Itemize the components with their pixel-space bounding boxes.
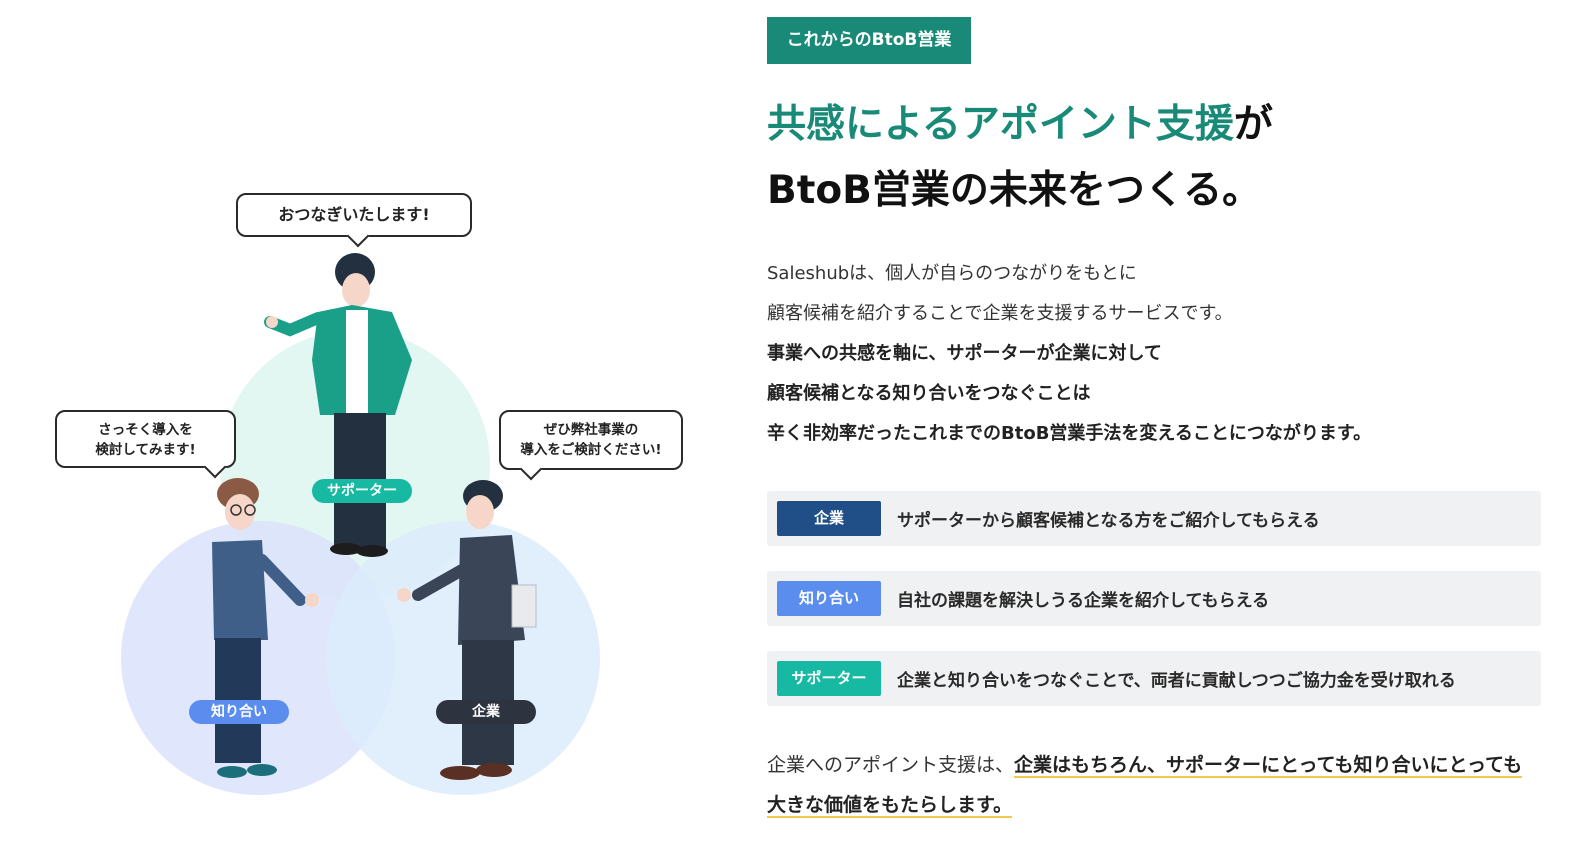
role-benefits-list: 企業 サポーターから顧客候補となる方をご紹介してもらえる 知り合い 自社の課題を… <box>767 491 1541 731</box>
intro-bold-line: 辛く非効率だったこれまでのBtoB営業手法を変えることにつながります。 <box>767 423 1372 444</box>
speech-text-line: さっそく導入を <box>98 422 193 438</box>
intro-paragraph: Saleshubは、個人が自らのつながりをもとに 顧客候補を紹介することで企業を… <box>767 254 1371 454</box>
role-badge-company: 企業 <box>777 501 881 536</box>
role-row-acquaintance: 知り合い 自社の課題を解決しうる企業を紹介してもらえる <box>767 571 1541 626</box>
intro-line: 顧客候補を紹介することで企業を支援するサービスです。 <box>767 303 1233 324</box>
speech-text-line: ぜひ弊社事業の <box>543 422 639 438</box>
speech-bubble-company: ぜひ弊社事業の 導入をご検討ください! <box>499 410 683 481</box>
intro-bold-line: 顧客候補となる知り合いをつなぐことは <box>767 383 1091 404</box>
intro-line: Saleshubは、個人が自らのつながりをもとに <box>767 263 1137 284</box>
closing-highlight-text: 企業はもちろん、サポーターにとっても知り合いにとっても大きな価値をもたらします。 <box>767 754 1523 818</box>
supporter-label: サポーター <box>312 479 412 503</box>
role-desc-supporter: 企業と知り合いをつなぐことで、両者に貢献しつつご協力金を受け取れる <box>897 671 1456 691</box>
speech-text-line: 検討してみます! <box>95 442 196 458</box>
venn-illustration <box>121 253 600 795</box>
speech-text-line: 導入をご検討ください! <box>520 442 662 458</box>
headline-line2: BtoB営業の未来をつくる。 <box>767 168 1262 213</box>
role-badge-acquaintance: 知り合い <box>777 581 881 616</box>
intro-bold-line: 事業への共感を軸に、サポーターが企業に対して <box>767 343 1162 364</box>
supporter-person <box>264 253 412 557</box>
company-label: 企業 <box>436 700 536 724</box>
role-desc-acquaintance: 自社の課題を解決しうる企業を紹介してもらえる <box>897 591 1270 611</box>
company-person <box>397 480 537 780</box>
speech-bubble-supporter: おつなぎいたします! <box>236 193 472 248</box>
section-eyebrow-badge: これからのBtoB営業 <box>767 17 971 64</box>
closing-plain-text: 企業へのアポイント支援は、 <box>767 754 1015 776</box>
role-row-company: 企業 サポーターから顧客候補となる方をご紹介してもらえる <box>767 491 1541 546</box>
headline-line1-rest: が <box>1233 102 1273 147</box>
page-headline: 共感によるアポイント支援が BtoB営業の未来をつくる。 <box>767 92 1273 224</box>
speech-text: おつなぎいたします! <box>278 205 430 224</box>
acquaintance-label: 知り合い <box>189 700 289 724</box>
speech-bubble-acquaintance: さっそく導入を 検討してみます! <box>55 410 236 479</box>
illustration: おつなぎいたします! さっそく導入を 検討してみます! ぜひ弊社事業の 導入をご… <box>0 0 740 845</box>
role-badge-supporter: サポーター <box>777 661 881 696</box>
role-row-supporter: サポーター 企業と知り合いをつなぐことで、両者に貢献しつつご協力金を受け取れる <box>767 651 1541 706</box>
closing-statement: 企業へのアポイント支援は、企業はもちろん、サポーターにとっても知り合いにとっても… <box>767 745 1537 825</box>
headline-accent: 共感によるアポイント支援 <box>767 102 1234 147</box>
role-desc-company: サポーターから顧客候補となる方をご紹介してもらえる <box>897 511 1320 531</box>
